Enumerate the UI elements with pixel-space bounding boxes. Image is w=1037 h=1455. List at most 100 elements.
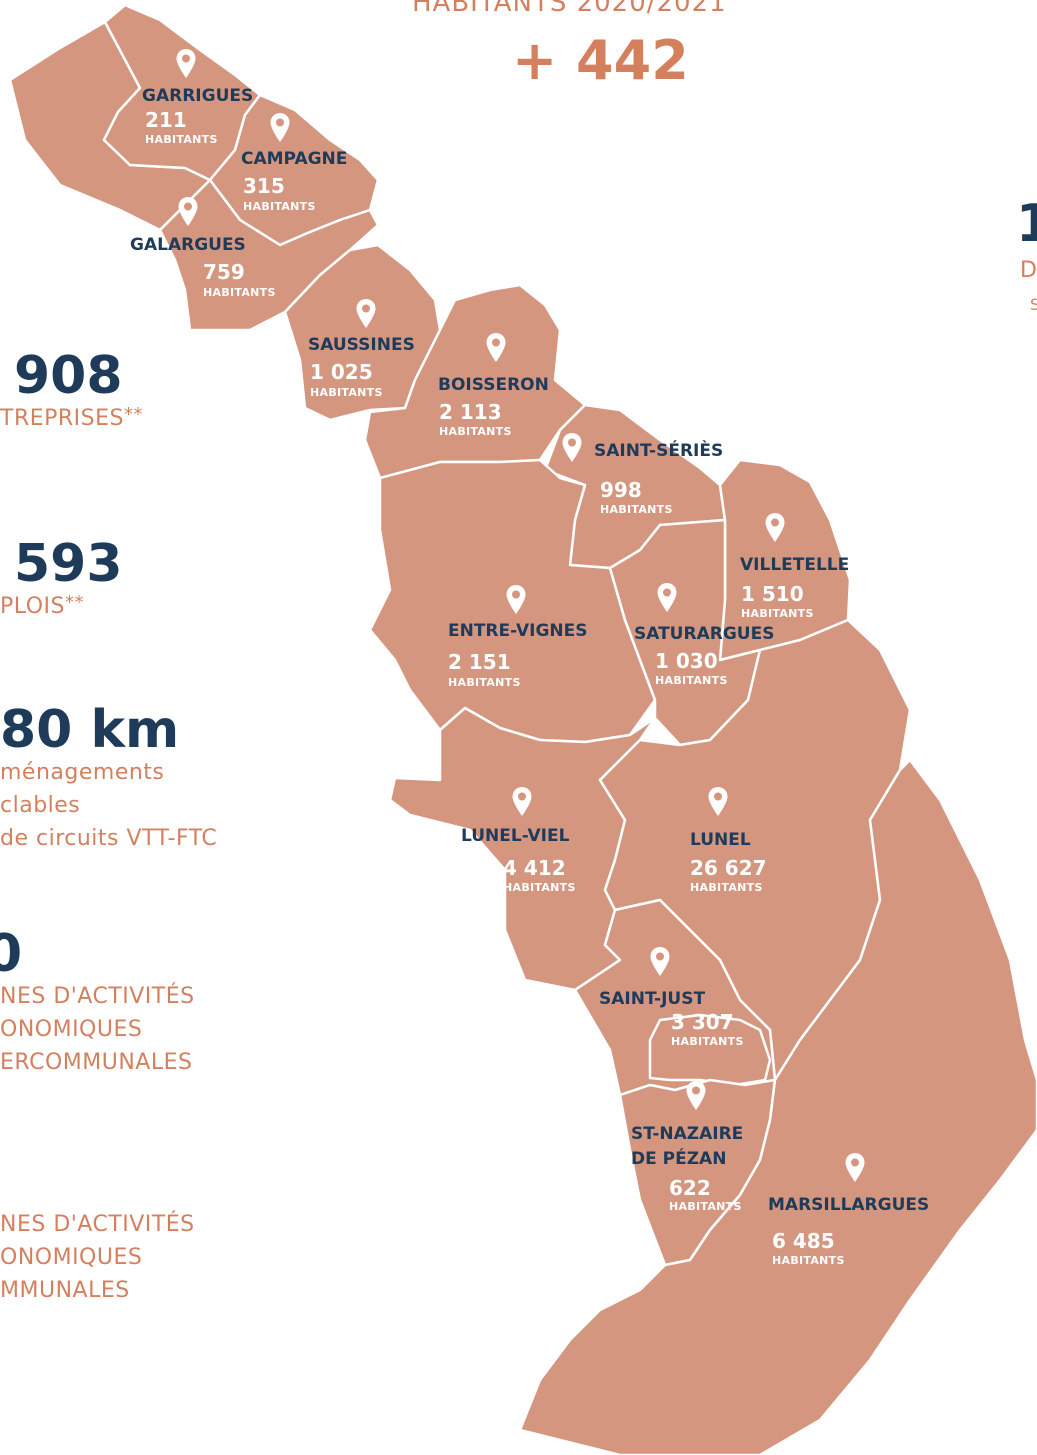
town-name: VILLETELLE	[740, 555, 850, 575]
town-name: SATURARGUES	[634, 624, 775, 644]
cycling-label: ménagements clables de circuits VTT-FTC	[0, 756, 217, 855]
town-population-unit: HABITANTS	[690, 881, 763, 894]
town-population: 2 113	[439, 400, 502, 424]
location-pin-icon	[708, 787, 728, 816]
region-marsillargues	[518, 758, 1037, 1455]
location-pin-icon	[686, 1081, 706, 1110]
location-pin-icon	[656, 582, 678, 618]
cycling-line-1: ménagements	[0, 760, 165, 785]
town-name: LUNEL-VIEL	[461, 826, 570, 846]
location-pin-icon	[178, 197, 198, 226]
population-subtitle: HABITANTS 2020/2021	[412, 0, 727, 18]
right-stat-line-1: D	[1020, 258, 1037, 283]
town-population-unit: HABITANTS	[655, 674, 728, 687]
region-galargues	[158, 178, 380, 332]
location-pin-icon	[175, 48, 197, 84]
zones-communal-line-3: MMUNALES	[0, 1278, 130, 1303]
town-population: 622	[669, 1176, 711, 1200]
location-pin-icon	[845, 1153, 865, 1182]
town-population-unit: HABITANTS	[772, 1254, 845, 1267]
location-pin-icon	[649, 946, 671, 982]
location-pin-icon	[505, 584, 527, 620]
right-stat-number: 1	[1016, 194, 1037, 254]
jobs-label: PLOIS**	[0, 590, 84, 623]
location-pin-icon	[657, 583, 677, 612]
location-pin-icon	[765, 513, 785, 542]
location-pin-icon	[511, 786, 533, 822]
town-population: 6 485	[772, 1229, 835, 1253]
zones-communal-line-2: ONOMIQUES	[0, 1245, 143, 1270]
town-name: MARSILLARGUES	[768, 1195, 930, 1215]
town-population: 998	[600, 478, 642, 502]
zones-communal-line-1: NES D'ACTIVITÉS	[0, 1212, 195, 1237]
location-pin-icon	[177, 196, 199, 232]
town-name: BOISSERON	[438, 375, 549, 395]
town-population-unit: HABITANTS	[671, 1035, 744, 1048]
cycling-line-2: clables	[0, 793, 81, 818]
location-pin-icon	[356, 299, 376, 328]
population-delta: + 442	[512, 29, 689, 92]
town-population: 1 025	[310, 360, 373, 384]
town-name: GARRIGUES	[142, 86, 254, 106]
town-population: 2 151	[448, 650, 511, 674]
location-pin-icon	[512, 787, 532, 816]
companies-label: TREPRISES**	[0, 402, 143, 435]
town-population-unit: HABITANTS	[145, 133, 218, 146]
town-population-unit: HABITANTS	[310, 386, 383, 399]
town-population-unit: HABITANTS	[600, 503, 673, 516]
jobs-label-text: PLOIS	[0, 594, 66, 619]
location-pin-icon	[844, 1152, 866, 1188]
town-population: 759	[203, 260, 245, 284]
town-name: ST-NAZAIRE	[631, 1124, 744, 1144]
jobs-note: **	[65, 592, 85, 613]
town-population-unit: HABITANTS	[203, 286, 276, 299]
region-boisseron	[363, 283, 587, 480]
companies-note: **	[124, 404, 143, 425]
zones-inter-number: 0	[0, 924, 23, 984]
town-population-unit: HABITANTS	[448, 676, 521, 689]
town-population-unit: HABITANTS	[669, 1200, 742, 1213]
location-pin-icon	[650, 947, 670, 976]
zones-inter-label: NES D'ACTIVITÉS ONOMIQUES ERCOMMUNALES	[0, 980, 195, 1079]
town-population: 3 307	[671, 1010, 734, 1034]
zones-inter-line-1: NES D'ACTIVITÉS	[0, 984, 195, 1009]
location-pin-icon	[561, 432, 583, 468]
town-population-unit: HABITANTS	[243, 200, 316, 213]
town-population-unit: HABITANTS	[741, 607, 814, 620]
zones-communal-label: NES D'ACTIVITÉS ONOMIQUES MMUNALES	[0, 1208, 195, 1307]
town-name: SAUSSINES	[308, 335, 415, 355]
location-pin-icon	[764, 512, 786, 548]
town-name: LUNEL	[690, 830, 751, 850]
cycling-number: 80 km	[0, 700, 180, 760]
location-pin-icon	[506, 585, 526, 614]
location-pin-icon	[562, 433, 582, 462]
town-population-unit: HABITANTS	[503, 881, 576, 894]
town-population: 4 412	[503, 856, 566, 880]
town-name: SAINT-SÉRIÈS	[594, 441, 724, 461]
location-pin-icon	[355, 298, 377, 334]
town-population: 26 627	[690, 856, 767, 880]
town-population: 315	[243, 174, 285, 198]
location-pin-icon	[685, 1080, 707, 1116]
companies-label-text: TREPRISES	[0, 406, 124, 431]
location-pin-icon	[269, 112, 291, 148]
town-name: GALARGUES	[130, 235, 246, 255]
zones-inter-line-2: ONOMIQUES	[0, 1017, 143, 1042]
right-stat-line-2: S	[1030, 295, 1037, 314]
location-pin-icon	[486, 333, 506, 362]
location-pin-icon	[176, 49, 196, 78]
town-population: 211	[145, 108, 187, 132]
location-pin-icon	[485, 332, 507, 368]
town-population: 1 510	[741, 582, 804, 606]
cycling-line-3: de circuits VTT-FTC	[0, 826, 218, 851]
town-name: CAMPAGNE	[241, 149, 348, 169]
town-name-line-2: DE PÉZAN	[631, 1149, 727, 1169]
zones-inter-line-3: ERCOMMUNALES	[0, 1050, 193, 1075]
region-saint-just-north	[648, 1013, 772, 1087]
companies-number: 908	[14, 346, 123, 406]
jobs-number: 593	[14, 534, 123, 594]
location-pin-icon	[270, 113, 290, 142]
town-name: SAINT-JUST	[599, 989, 706, 1009]
location-pin-icon	[707, 786, 729, 822]
